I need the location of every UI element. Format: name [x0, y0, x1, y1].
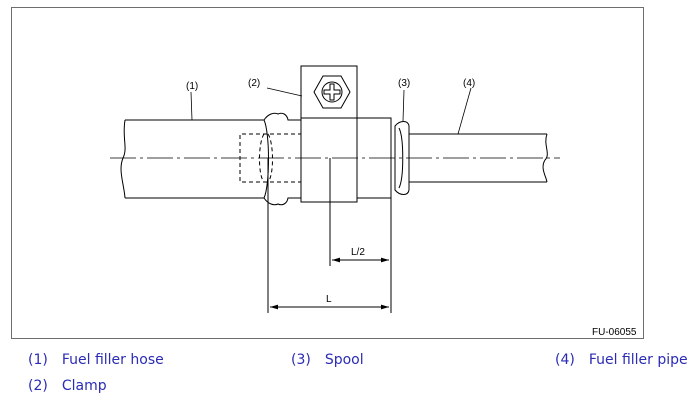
legend-item-fuel-filler-pipe: (4) Fuel filler pipe — [555, 352, 688, 368]
legend-text: Fuel filler pipe — [588, 352, 688, 368]
legend-item-spool: (3) Spool — [291, 352, 364, 368]
callout-1: (1) — [186, 81, 198, 92]
legend-text: Spool — [324, 352, 364, 368]
figure-code: FU-06055 — [592, 327, 637, 338]
dimension-half-label: L/2 — [351, 247, 365, 258]
leader-lines — [190, 87, 472, 135]
diagram-frame: (1) (2) (3) (4) L/2 L FU-06055 — [11, 7, 644, 339]
dimension-lines — [267, 158, 392, 313]
legend-text: Fuel filler hose — [61, 352, 164, 368]
legend-number: (4) — [555, 352, 575, 368]
legend-item-clamp: (2) Clamp — [28, 378, 107, 394]
fuel-filler-pipe — [407, 133, 548, 183]
legend-number: (1) — [28, 352, 48, 368]
callout-4: (4) — [463, 78, 475, 89]
clamp — [300, 65, 392, 203]
legend-number: (2) — [28, 378, 48, 394]
callout-2: (2) — [248, 78, 260, 89]
legend-text: Clamp — [61, 378, 107, 394]
callout-3: (3) — [398, 78, 410, 89]
dimension-full-label: L — [326, 294, 332, 305]
legend-number: (3) — [291, 352, 311, 368]
spool-bead-inner — [398, 127, 404, 189]
legend-item-fuel-filler-hose: (1) Fuel filler hose — [28, 352, 164, 368]
fuel-filler-hose — [120, 112, 302, 206]
hose-clamp-diagram: (1) (2) (3) (4) L/2 L FU-06055 — [110, 65, 637, 338]
